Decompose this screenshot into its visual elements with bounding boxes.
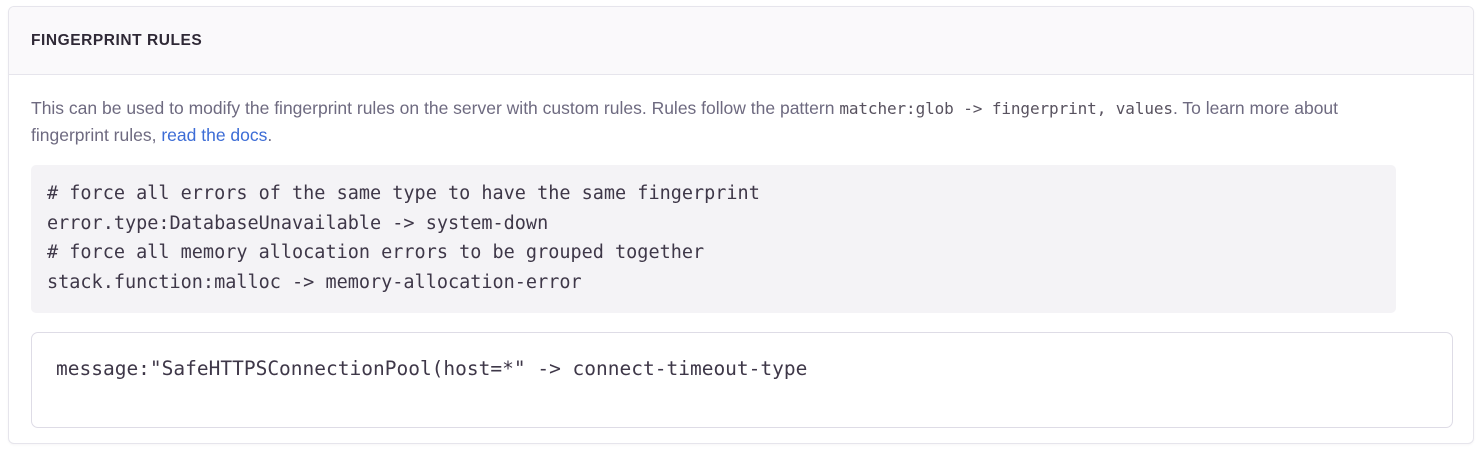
fingerprint-rules-panel: FINGERPRINT RULES This can be used to mo… [8, 6, 1474, 444]
inline-code-pattern: matcher:glob -> fingerprint, values [839, 99, 1173, 118]
description-mid: . To learn more about fingerprint rules, [31, 98, 1339, 145]
description-text: This can be used to modify the fingerpri… [31, 95, 1391, 149]
example-rules-code-block: # force all errors of the same type to h… [31, 165, 1396, 313]
description-lead: This can be used to modify the fingerpri… [31, 98, 840, 118]
description-tail: . [267, 125, 273, 145]
read-the-docs-link[interactable]: read the docs [161, 125, 268, 145]
panel-body: This can be used to modify the fingerpri… [9, 75, 1473, 428]
panel-header: FINGERPRINT RULES [9, 7, 1473, 75]
page-title: FINGERPRINT RULES [31, 31, 203, 49]
fingerprint-rules-input[interactable] [31, 331, 1453, 428]
